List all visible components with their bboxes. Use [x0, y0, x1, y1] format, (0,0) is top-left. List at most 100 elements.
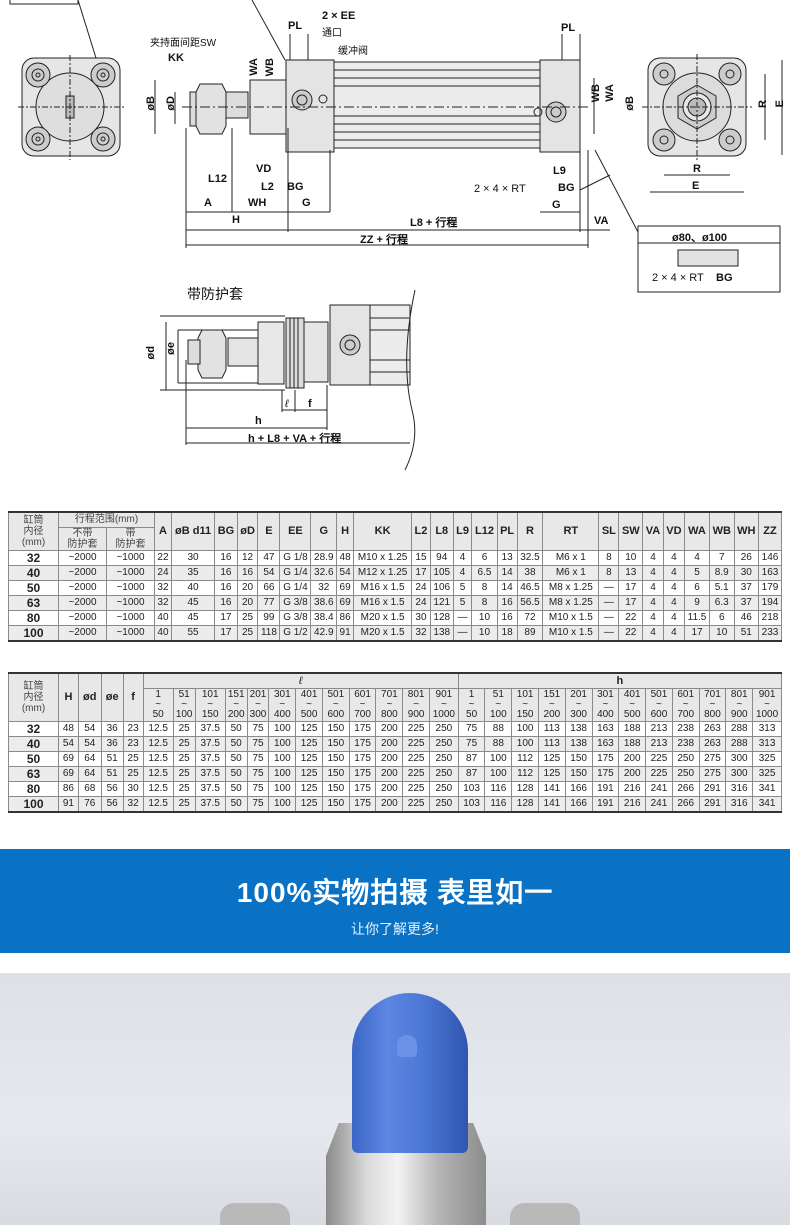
promo-banner: 100%实物拍摄 表里如一 让你了解更多!: [0, 849, 790, 953]
range-start: 401: [300, 688, 318, 700]
table-cell: 128: [511, 795, 539, 812]
label-boot-oe: øe: [165, 342, 177, 355]
table-cell: ~1000: [106, 624, 155, 641]
table-cell: 116: [484, 795, 513, 812]
range-start: 701: [704, 688, 721, 700]
range-tilde: ~: [575, 698, 582, 710]
table-cell: 213: [645, 735, 673, 752]
table-cell: 16: [236, 564, 259, 581]
range-tilde: ~: [468, 698, 475, 710]
table-cell: 188: [618, 720, 647, 737]
table-cell: 288: [725, 720, 754, 737]
label-wa-right: WA: [604, 84, 616, 102]
table-cell: 30: [411, 609, 431, 626]
table-cell: 54: [257, 564, 281, 581]
table-cell: 100: [268, 765, 297, 782]
label-e-side: E: [774, 100, 786, 108]
table-cell: 4: [642, 624, 664, 641]
table-cell: 10: [618, 549, 644, 566]
header-col: WB: [708, 511, 735, 551]
table-cell: 313: [752, 720, 782, 737]
table-cell: 100: [268, 780, 297, 797]
label-boot-l: ℓ: [285, 398, 289, 410]
range-start: 51: [492, 688, 504, 700]
table-cell: 4: [642, 609, 664, 626]
table-cell: 32: [310, 579, 338, 596]
table-cell: 91: [58, 795, 79, 812]
header-col: f: [122, 672, 144, 722]
range-start: 51: [178, 688, 190, 700]
table-cell: 16: [214, 549, 238, 566]
table-cell: 25: [172, 765, 196, 782]
label-wa-left: WA: [248, 58, 260, 76]
range-start: 151: [227, 688, 245, 700]
table-cell: 86: [58, 780, 79, 797]
range-tilde: ~: [764, 698, 770, 710]
table-cell: —: [598, 594, 620, 611]
table-cell: 250: [429, 780, 459, 797]
table-cell: 175: [591, 750, 620, 767]
table-cell: 40: [170, 579, 216, 596]
table-cell: 37.5: [194, 765, 226, 782]
range-start: 501: [650, 688, 668, 700]
table-cell: 23: [122, 720, 144, 737]
table-cell: 200: [375, 765, 404, 782]
header-col: RT: [542, 511, 600, 551]
cylinder-drawing-lines: [9, 0, 783, 471]
table-cell: 30: [170, 549, 216, 566]
table-cell: 64: [77, 750, 102, 767]
table-cell: 5: [452, 579, 473, 596]
table-cell: 125: [295, 750, 323, 767]
table-cell: 113: [538, 720, 566, 737]
label-wb-left: WB: [264, 58, 276, 77]
table-cell: 75: [246, 780, 270, 797]
table-cell: 116: [484, 780, 513, 797]
table-cell: 191: [591, 795, 620, 812]
range-tilde: ~: [548, 698, 555, 710]
label-boot-f: f: [308, 398, 312, 410]
range-header: 501~600: [645, 687, 673, 722]
table-cell: 80: [8, 780, 59, 797]
label-inset-rt: 2 × 4 × RT: [652, 272, 704, 284]
range-start: 1: [468, 688, 475, 700]
table-cell: M6 x 1: [542, 549, 600, 566]
table-cell: 16: [496, 609, 518, 626]
table-cell: 12.5: [142, 720, 174, 737]
table-cell: 40: [8, 735, 59, 752]
table-cell: 37.5: [194, 750, 226, 767]
range-end: 50: [152, 708, 164, 720]
table-cell: 100: [268, 750, 297, 767]
table-cell: 88: [484, 720, 513, 737]
label-l12: L12: [208, 173, 227, 185]
table-cell: 191: [591, 780, 620, 797]
range-end: 700: [354, 708, 371, 720]
header-no-boot: 不带 防护套: [58, 526, 107, 551]
range-header: 51~100: [172, 687, 196, 722]
table-cell: 12.5: [142, 795, 174, 812]
header-col: ød: [77, 672, 102, 722]
table-cell: 54: [58, 735, 79, 752]
table-cell: 26: [733, 549, 760, 566]
label-a: A: [204, 197, 212, 209]
range-header: 901~1000: [429, 687, 459, 722]
range-start: 801: [407, 688, 425, 700]
table-cell: G 3/8: [279, 609, 312, 626]
table-cell: 17: [411, 564, 431, 581]
table-cell: 288: [725, 735, 754, 752]
table-cell: 175: [348, 780, 377, 797]
table-cell: 103: [457, 780, 486, 797]
table-cell: 54: [77, 735, 102, 752]
range-start: 701: [381, 688, 398, 700]
table-cell: 4: [642, 564, 664, 581]
table-cell: 100: [484, 750, 513, 767]
table-cell: 51: [100, 750, 124, 767]
table-cell: 22: [154, 549, 172, 566]
range-header: 601~700: [671, 687, 700, 722]
table-cell: 38: [516, 564, 544, 581]
table-cell: 17: [618, 579, 644, 596]
table-cell: 225: [402, 795, 431, 812]
label-g-left: G: [302, 197, 311, 209]
range-end: 700: [677, 708, 695, 720]
table-cell: 16: [214, 594, 238, 611]
